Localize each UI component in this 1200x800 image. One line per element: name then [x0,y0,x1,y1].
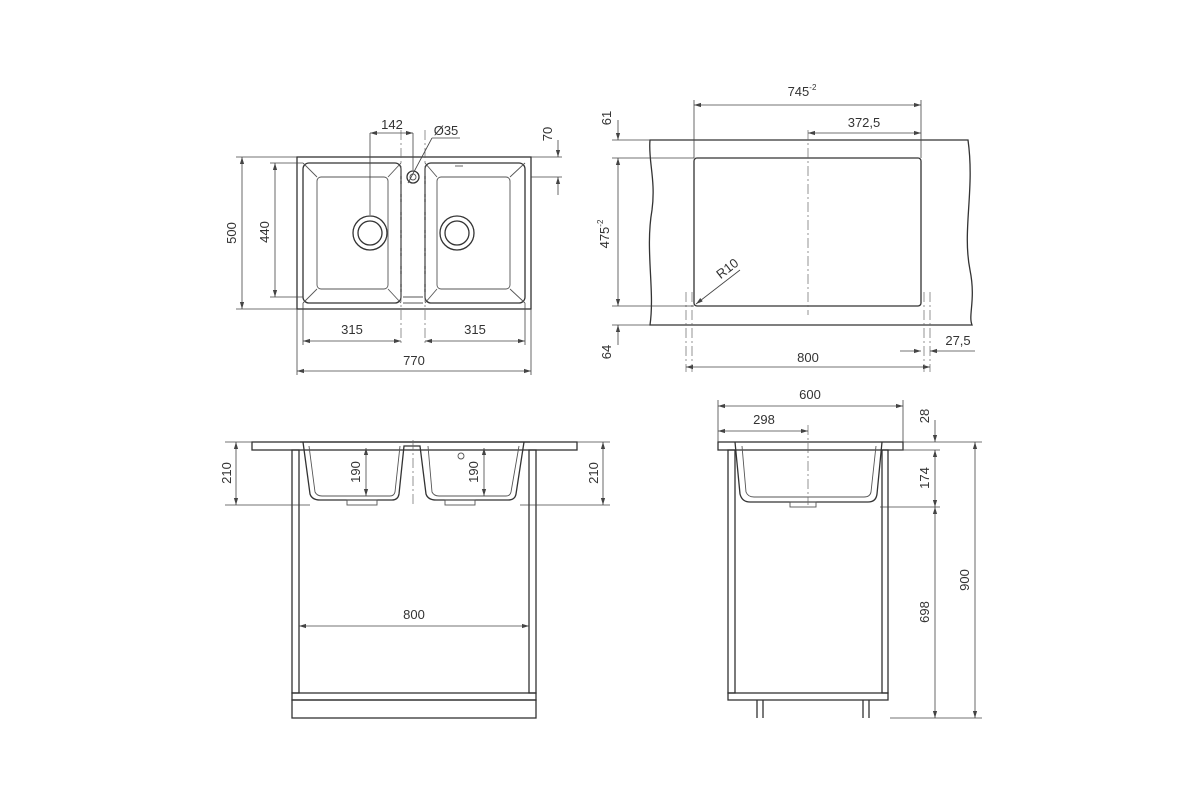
dim-cutout-height: 475-2 [596,219,612,248]
cutout-rect [693,157,922,307]
front-cabinet-right-wall [528,449,537,694]
front-left-bowl [302,441,525,501]
dim-depth-left: 210 [219,462,234,484]
front-view: 210 210 190 190 800 [219,440,610,719]
sink-outline [296,156,532,310]
side-view: 600 298 28 174 698 900 [717,387,982,719]
front-cabinet-left-wall [291,449,300,694]
dim-cabinet-width: 800 [797,350,819,365]
dim-side-half: 298 [753,412,775,427]
dim-bowl-height: 440 [257,221,272,243]
top-view: 142 Ø35 70 500 440 315 315 770 [224,117,562,375]
dim-front-cabinet: 800 [403,607,425,622]
right-bowl [424,162,526,304]
front-tap-hole-icon [457,452,465,460]
dim-right-bowl: 315 [464,322,486,337]
dim-top-gap: 61 [599,111,614,125]
dim-left-bowl: 315 [341,322,363,337]
left-bowl [302,162,402,304]
dim-total-height: 500 [224,222,239,244]
dim-side-bowl: 174 [917,467,932,489]
dim-side-cabinet: 698 [917,601,932,623]
cutout-view: 745-2 372,5 61 475-2 64 R10 800 27,5 [596,83,975,372]
side-bowl [734,441,883,503]
side-cabinet-front [727,449,736,694]
dim-edge: 70 [540,127,555,141]
dim-depth-right: 210 [586,462,601,484]
front-plinth [291,699,537,719]
dim-total-width: 770 [403,353,425,368]
dim-cutout-width: 745-2 [788,83,817,99]
side-countertop [717,441,904,451]
right-drain-icon [439,215,475,251]
dim-side-rim: 28 [917,409,932,423]
countertop-outline [648,139,973,326]
dim-bowl-left: 190 [348,461,363,483]
dim-bowl-right: 190 [466,461,481,483]
dim-tap-offset: 142 [381,117,403,132]
dim-side-gap: 27,5 [945,333,970,348]
dim-tap-hole: Ø35 [434,123,459,138]
left-drain-icon [352,215,388,251]
side-cabinet-back [881,449,889,694]
dim-side-total: 900 [957,569,972,591]
dim-cutout-half: 372,5 [848,115,881,130]
dim-radius: R10 [713,255,741,282]
dim-side-depth: 600 [799,387,821,402]
dim-bottom-gap: 64 [599,345,614,359]
tap-hole-icon [406,170,420,184]
